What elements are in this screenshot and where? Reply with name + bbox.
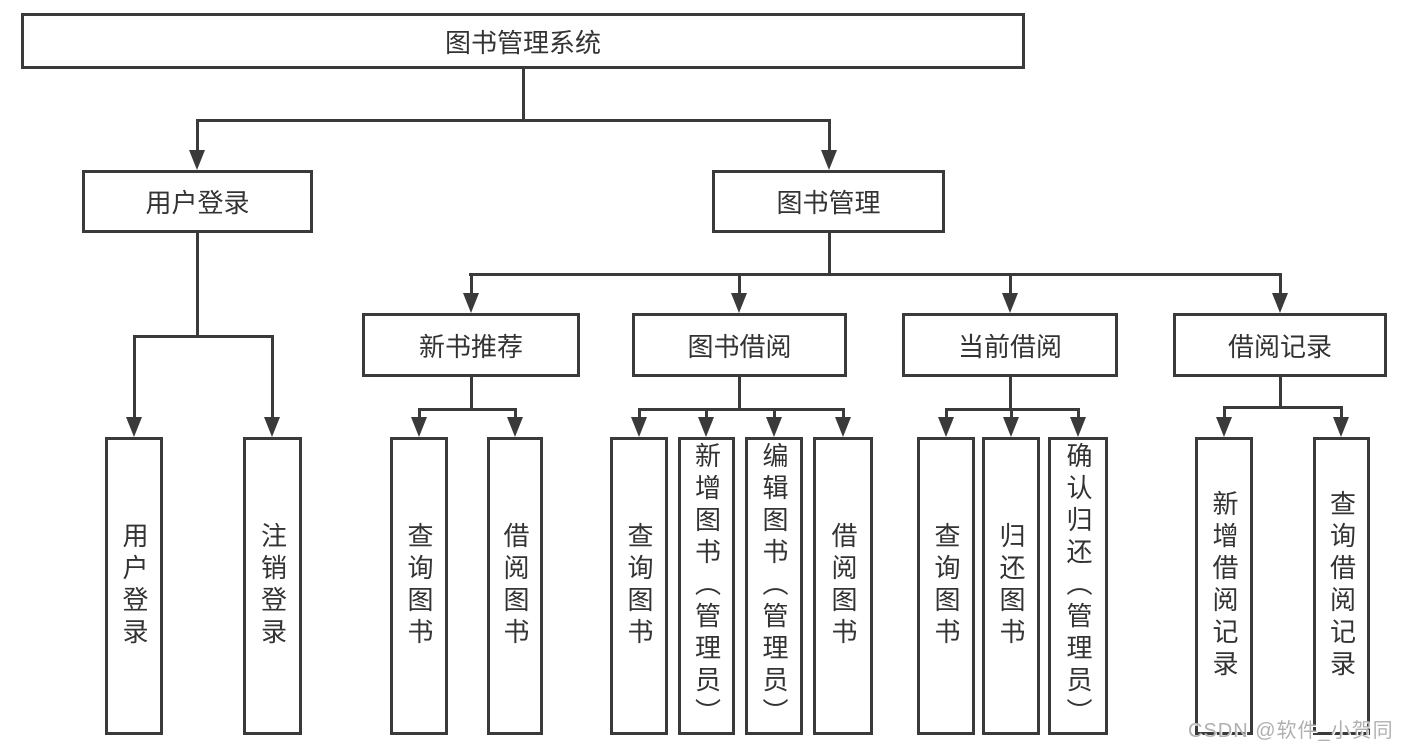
node-root-library-system: 图书管理系统 [21,13,1025,69]
connector-line [1223,406,1343,409]
connector-line [738,377,741,410]
connector-line [1010,408,1013,420]
leaf-records-query-record: 查询借阅记录 [1313,437,1370,735]
leaf-current-confirm-return-admin: 确认归还（管理员） [1048,437,1108,735]
connector-line [945,408,948,420]
connector-line [196,119,831,122]
node-current-borrowing: 当前借阅 [902,313,1118,377]
arrowhead-down-icon [1216,417,1232,437]
connector-line [196,233,199,335]
connector-line [1340,406,1343,420]
connector-line [828,233,831,273]
connector-line [470,273,473,296]
leaf-current-return-books: 归还图书 [982,437,1040,735]
connector-line [828,119,831,153]
arrowhead-down-icon [1070,417,1086,437]
node-new-book-recommend: 新书推荐 [362,313,580,377]
connector-line [1077,408,1080,420]
leaf-current-query-books: 查询图书 [917,437,975,735]
connector-line [522,69,525,119]
connector-line [638,408,641,420]
arrowhead-down-icon [821,150,837,170]
arrowhead-down-icon [126,417,142,437]
connector-line [418,408,516,411]
node-user-login: 用户登录 [82,170,313,233]
connector-line [418,408,421,420]
arrowhead-down-icon [766,417,782,437]
node-borrow-records: 借阅记录 [1173,313,1387,377]
connector-line [469,273,1282,276]
leaf-borrow-borrow-books: 借阅图书 [813,437,873,735]
arrowhead-down-icon [1002,293,1018,313]
arrowhead-down-icon [189,150,205,170]
leaf-newbook-borrow-books: 借阅图书 [487,437,543,735]
arrowhead-down-icon [698,417,714,437]
arrowhead-down-icon [264,417,280,437]
connector-line [1009,273,1012,296]
arrowhead-down-icon [1333,417,1349,437]
connector-line [738,273,741,296]
arrowhead-down-icon [507,417,523,437]
connector-line [1279,377,1282,408]
arrowhead-down-icon [1272,293,1288,313]
connector-line [271,335,274,420]
csdn-watermark: CSDN @软件_小贺同学 [1188,720,1394,742]
leaf-logout: 注销登录 [243,437,302,735]
leaf-user-login: 用户登录 [105,437,163,735]
connector-line [196,119,199,153]
node-book-management: 图书管理 [712,170,945,233]
arrowhead-down-icon [411,417,427,437]
connector-line [638,408,845,411]
connector-line [1279,273,1282,296]
arrowhead-down-icon [463,293,479,313]
connector-line [133,335,136,420]
connector-line [1223,406,1226,420]
leaf-newbook-query-books: 查询图书 [390,437,448,735]
leaf-borrow-edit-books-admin: 编辑图书（管理员） [745,437,803,735]
leaf-borrow-add-books-admin: 新增图书（管理员） [678,437,735,735]
connector-line [470,377,473,410]
arrowhead-down-icon [938,417,954,437]
connector-line [133,335,274,338]
connector-line [773,408,776,420]
arrowhead-down-icon [835,417,851,437]
connector-line [514,408,517,420]
connector-line [1009,377,1012,410]
arrowhead-down-icon [1003,417,1019,437]
arrowhead-down-icon [631,417,647,437]
node-book-borrowing: 图书借阅 [632,313,847,377]
connector-line [705,408,708,420]
leaf-borrow-query-books: 查询图书 [610,437,668,735]
leaf-records-add-record: 新增借阅记录 [1195,437,1253,735]
connector-line [842,408,845,420]
arrowhead-down-icon [731,293,747,313]
